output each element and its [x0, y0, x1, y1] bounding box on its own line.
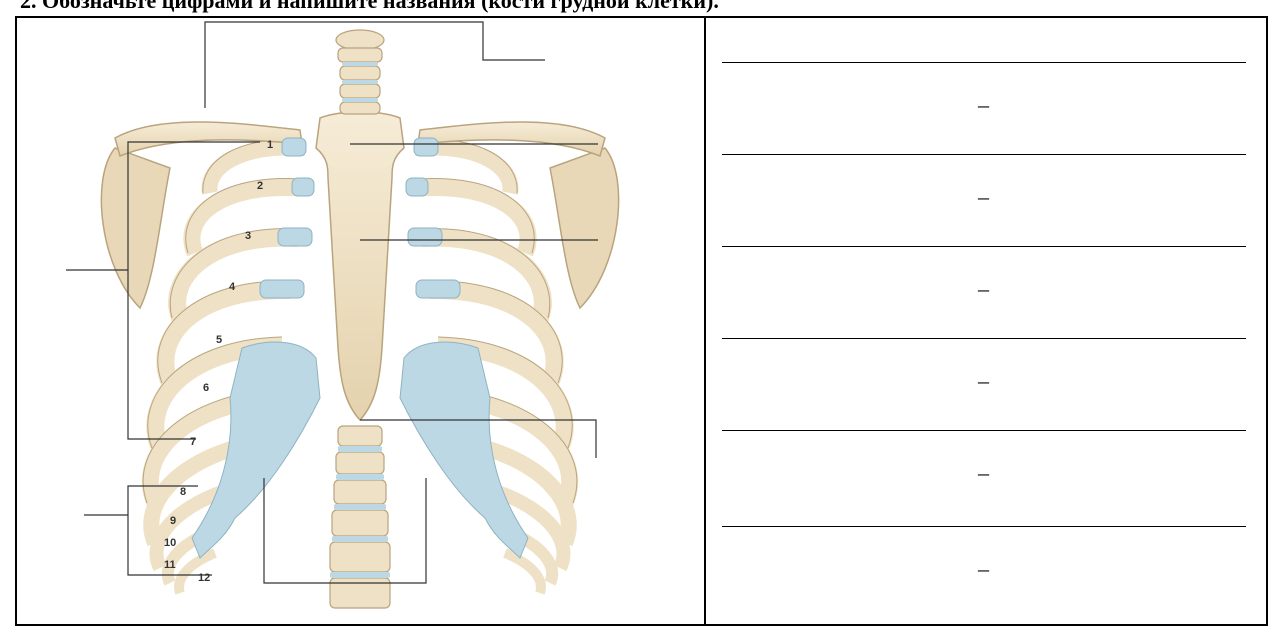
- rib-number-9: 9: [170, 515, 176, 527]
- answer-line[interactable]: [722, 246, 1246, 247]
- answer-dash: –: [978, 94, 989, 116]
- answer-column: – – – – – –: [722, 40, 1248, 500]
- rib-number-11: 11: [164, 559, 176, 571]
- answer-line[interactable]: [722, 526, 1246, 527]
- answer-dash: –: [978, 186, 989, 208]
- task-heading: 2. Обозначьте цифрами и напишите названи…: [20, 0, 719, 14]
- answer-dash: –: [978, 370, 989, 392]
- rib-number-6: 6: [203, 382, 209, 394]
- rib-number-4: 4: [229, 281, 236, 293]
- answer-block: –: [722, 132, 1248, 224]
- rib-number-5: 5: [216, 334, 222, 346]
- rib-number-1: 1: [267, 139, 273, 151]
- rib-number-3: 3: [245, 230, 251, 242]
- answer-line[interactable]: [722, 154, 1246, 155]
- answer-dash: –: [978, 462, 989, 484]
- rib-number-8: 8: [180, 486, 186, 498]
- rib-number-7: 7: [190, 436, 196, 448]
- right-scapula: [550, 148, 619, 308]
- rib-number-12: 12: [198, 572, 210, 584]
- sternum: [316, 112, 404, 420]
- table-column-divider: [704, 16, 706, 626]
- answer-dash: –: [978, 558, 989, 580]
- answer-line[interactable]: [722, 62, 1246, 63]
- answer-block: –: [722, 224, 1248, 316]
- answer-line[interactable]: [722, 430, 1246, 431]
- rib-number-10: 10: [164, 537, 176, 549]
- answer-dash: –: [978, 278, 989, 300]
- answer-block: –: [722, 316, 1248, 408]
- answer-line[interactable]: [722, 338, 1246, 339]
- rib-number-2: 2: [257, 180, 263, 192]
- answer-block: –: [722, 408, 1248, 500]
- answer-block: –: [722, 40, 1248, 132]
- left-scapula: [101, 148, 170, 308]
